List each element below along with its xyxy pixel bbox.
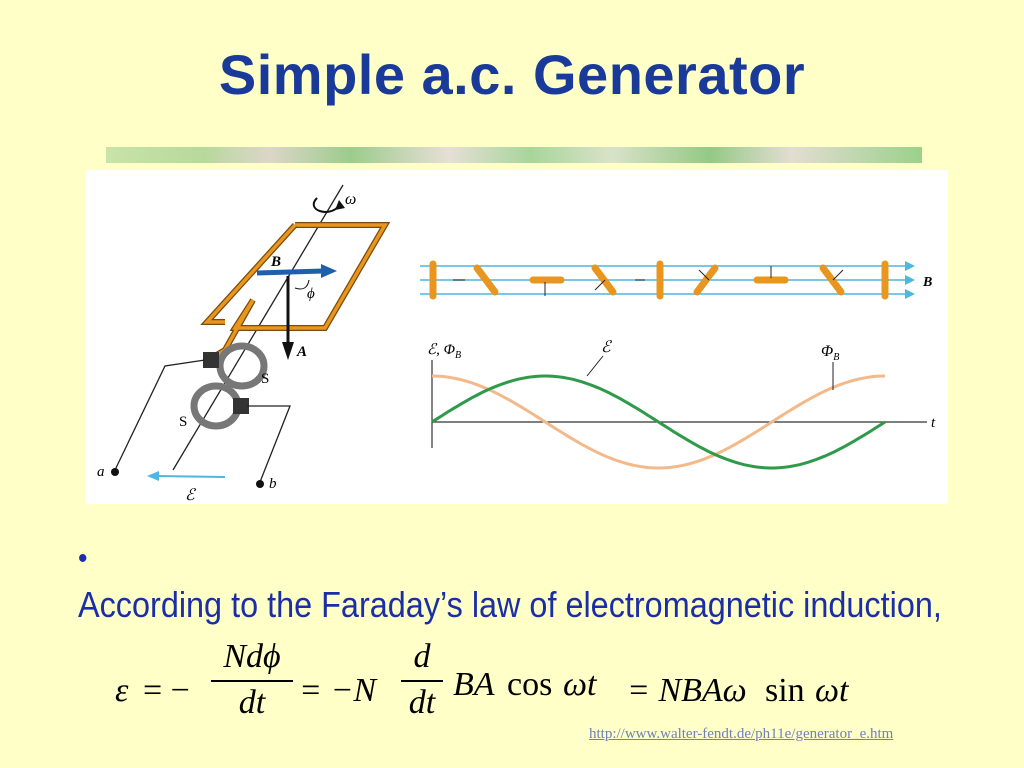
slip-ring-label-lower: S (179, 414, 187, 430)
fraction-2-denominator: dt (408, 684, 436, 721)
emf-arrow (154, 475, 226, 478)
title-divider (106, 147, 922, 163)
coil-diagram: ω B A ϕ S S (97, 184, 391, 504)
terminal-a-label: a (97, 464, 105, 480)
equation-equals-minus-1: = − (143, 672, 190, 709)
field-arrow-head-top (905, 261, 915, 271)
equation-ba: BA (453, 666, 495, 703)
wire-b (247, 405, 291, 483)
bullet-dot: • (78, 542, 88, 575)
generator-figure: ω B A ϕ S S (85, 170, 948, 504)
bullet-point: • According to the Faraday’s law of elect… (78, 536, 942, 628)
a-vector-label: A (296, 344, 307, 360)
slip-ring-lower (190, 382, 242, 430)
source-link[interactable]: http://www.walter-fendt.de/ph11e/generat… (589, 726, 894, 742)
faraday-equation: ε = − Ndϕ dt = −N d dt BA cos ωt = NBAω … (115, 638, 895, 742)
fraction-d-dt: d dt (401, 638, 443, 722)
emf-curve (431, 374, 886, 470)
fraction-2-numerator: d (413, 638, 431, 675)
coil-loop-left (203, 223, 297, 324)
slip-ring-upper (216, 342, 268, 390)
equation-lhs: ε (115, 672, 129, 709)
brush-upper (203, 352, 219, 368)
slip-ring-label-upper: S (261, 371, 269, 387)
slide-title: Simple a.c. Generator (218, 43, 806, 106)
fraction-1-numerator: Ndϕ (223, 638, 281, 675)
phi-label: ϕ (307, 286, 315, 302)
rotation-arrow-head (335, 200, 345, 210)
emf-curve-label: ℰ (601, 339, 613, 356)
coil-orientation-markers (429, 260, 889, 300)
fraction-1-bar (211, 680, 293, 682)
terminal-a-dot (111, 468, 119, 476)
emf-arrow-label: ℰ (185, 487, 197, 504)
field-arrow-head-bottom (905, 289, 915, 299)
equation-omega-t-2: ωt (815, 672, 849, 709)
generator-diagram: ω B A ϕ S S (97, 184, 936, 504)
field-b-label: B (922, 275, 932, 290)
emf-arrow-head (147, 471, 159, 481)
b-vector-arrow (256, 268, 324, 276)
equation-sin: sin (765, 672, 805, 709)
equation-cos: cos (507, 666, 553, 703)
fraction-ndphi-dt: Ndϕ dt (211, 638, 293, 722)
bullet-text: According to the Faraday’s law of electr… (78, 584, 942, 625)
wire-a (114, 359, 206, 471)
b-vector-label: B (270, 254, 281, 270)
flux-curve (431, 374, 886, 470)
b-vector-arrow-head (321, 264, 337, 278)
emf-flux-graph: ℰ, ΦB t ℰ ΦB (427, 339, 936, 470)
equation-omega-t-1: ωt (563, 666, 597, 703)
field-strip: B (420, 260, 932, 300)
coil-loop (214, 223, 389, 358)
brush-lower (233, 398, 249, 414)
graph-y-axis-label: ℰ, ΦB (427, 342, 461, 361)
fraction-1-denominator: dt (238, 684, 266, 721)
emf-curve-pointer (586, 355, 604, 377)
orientation-normal-arrows (453, 266, 844, 296)
phi-arc (294, 279, 310, 290)
fraction-2-bar (401, 680, 443, 682)
terminal-b-label: b (269, 476, 277, 492)
terminal-b-dot (256, 480, 264, 488)
a-vector-arrow-head (282, 342, 294, 360)
coil-outline (213, 222, 391, 359)
equation-equals-minus-n: = −N (299, 672, 377, 709)
flux-curve-label: ΦB (821, 343, 839, 363)
graph-t-axis-label: t (931, 415, 936, 431)
field-arrow-head-middle (905, 275, 915, 285)
omega-label: ω (345, 191, 356, 208)
equation-equals-nba-omega: = NBAω (627, 672, 747, 709)
